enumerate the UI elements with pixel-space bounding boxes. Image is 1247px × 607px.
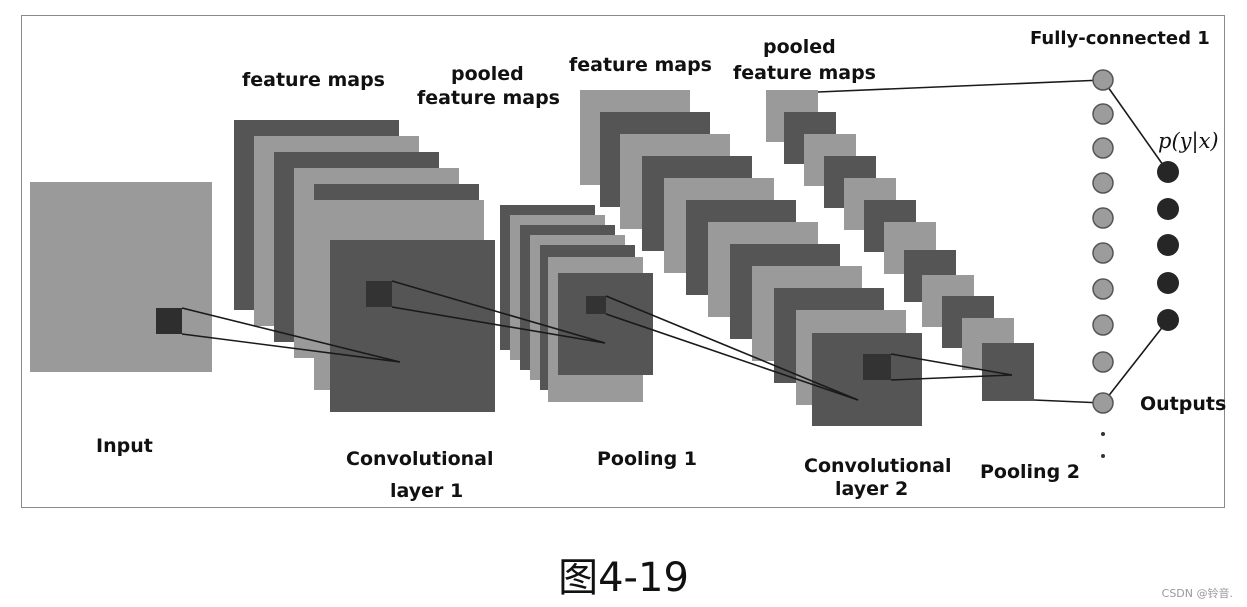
label-pooled-1-line1: pooled — [451, 63, 524, 85]
label-pooled-2-line1: pooled — [763, 36, 836, 58]
figure-caption: 图4-19 — [558, 555, 689, 601]
conv1-receptive-field — [366, 281, 392, 307]
pool1-receptive-field — [586, 296, 606, 314]
fully-connected-nodes — [1092, 69, 1114, 414]
input-receptive-field — [156, 308, 182, 334]
label-pooling1: Pooling 1 — [597, 448, 697, 470]
label-pooled-1-line2: feature maps — [417, 87, 560, 109]
watermark: CSDN @铃音. — [1161, 587, 1233, 600]
pool1-feature-map-stack — [500, 205, 653, 402]
label-feature-maps-2: feature maps — [569, 54, 712, 76]
label-pooled-2-line2: feature maps — [733, 62, 876, 84]
pool2-feature-map-stack — [766, 90, 1034, 401]
label-feature-maps-1: feature maps — [242, 69, 385, 91]
conv2-receptive-field — [863, 354, 891, 380]
label-pooling2: Pooling 2 — [980, 461, 1080, 483]
label-fully-connected: Fully-connected 1 — [1030, 28, 1210, 49]
label-conv2-line1: Convolutional — [804, 455, 952, 477]
input-image — [30, 182, 212, 372]
ellipsis-dots — [1101, 432, 1105, 458]
label-conv1-line1: Convolutional — [346, 448, 494, 470]
label-probability: p(y|x) — [1158, 129, 1219, 154]
output-nodes — [1157, 161, 1179, 331]
conv1-feature-map-stack — [234, 120, 495, 412]
label-outputs: Outputs — [1140, 393, 1226, 415]
label-input: Input — [96, 435, 153, 457]
label-conv1-line2: layer 1 — [390, 480, 463, 502]
connection-lines — [181, 79, 1169, 404]
label-conv2-line2: layer 2 — [835, 478, 908, 500]
